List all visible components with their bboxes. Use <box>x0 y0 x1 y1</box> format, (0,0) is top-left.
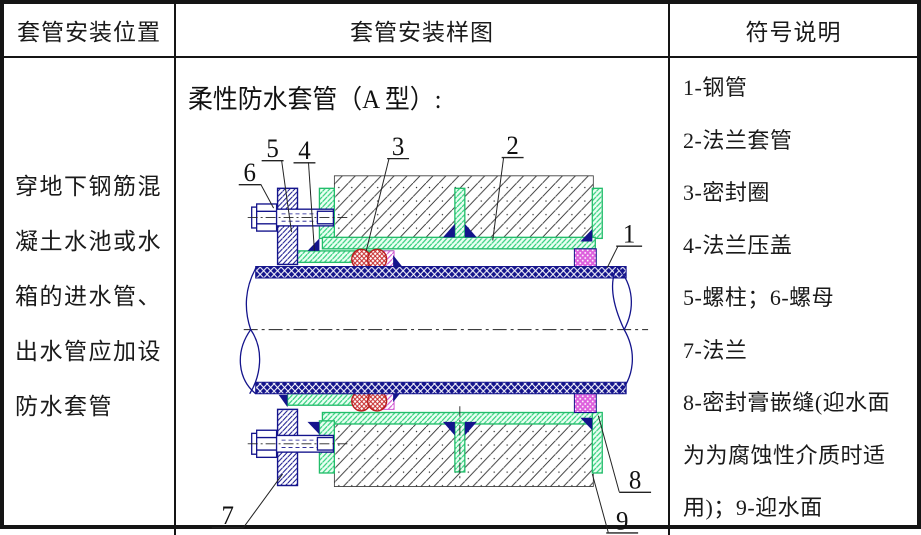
seal-rings <box>351 248 388 412</box>
sealing-paste-bottom <box>573 392 597 414</box>
callout-leaders <box>211 156 652 534</box>
pipe-break-lines <box>239 266 633 395</box>
legend-item-7: 7-法兰 <box>683 337 748 363</box>
symbol-legend-cell: 1-钢管 2-法兰套管 3-密封圈 4-法兰压盖 5-螺柱；6-螺母 7-法兰 … <box>670 58 917 535</box>
callout-5: 5 <box>266 134 278 164</box>
callout-8: 8 <box>629 465 641 495</box>
legend-item-8-9: 8-密封膏嵌缝(迎水面为为腐蚀性介质时适用)；9-迎水面 <box>683 390 891 520</box>
callout-2: 2 <box>506 130 518 160</box>
callout-7: 7 <box>222 501 234 531</box>
callout-4: 4 <box>298 136 311 166</box>
legend-item-1: 1-钢管 <box>683 75 748 100</box>
bolt-bottom <box>247 429 348 459</box>
installation-diagram-cell: 柔性防水套管（A 型）: 6 5 4 3 2 1 7 8 9 <box>176 58 670 535</box>
col-header-legend: 符号说明 <box>670 4 917 58</box>
sleeve-right-ring-top <box>591 187 603 240</box>
callout-3: 3 <box>392 131 404 161</box>
diagram-texts: 柔性防水套管（A 型）: 6 5 4 3 2 1 7 8 9 <box>188 85 641 535</box>
legend-item-2: 2-法兰套管 <box>683 127 793 153</box>
installation-position-cell: 穿地下钢筋混 凝土水池或水 箱的进水管、 出水管应加设 防水套管 <box>4 58 176 535</box>
col-header-diagram-label: 套管安装样图 <box>350 20 494 45</box>
col-header-position: 套管安装位置 <box>4 4 176 58</box>
sleeve-rib-top <box>454 187 466 239</box>
pipe-wall-top <box>255 266 627 279</box>
col-header-position-label: 套管安装位置 <box>17 20 161 45</box>
legend-item-5-6: 5-螺柱；6-螺母 <box>683 285 835 310</box>
pipe-wall-bottom <box>255 381 627 395</box>
callout-9: 9 <box>616 506 628 535</box>
steel-pipe <box>239 266 649 480</box>
sleeve-plate-top <box>321 236 596 250</box>
installation-position-text: 穿地下钢筋混 凝土水池或水 箱的进水管、 出水管应加设 防水套管 <box>15 173 162 419</box>
diagram-title: 柔性防水套管（A 型）: <box>188 85 442 115</box>
col-header-legend-label: 符号说明 <box>745 20 842 45</box>
legend-item-4: 4-法兰压盖 <box>683 232 793 258</box>
sleeve-right-ring-bottom <box>591 411 603 474</box>
legend-item-3: 3-密封圈 <box>683 180 770 205</box>
callout-6: 6 <box>243 158 255 188</box>
callout-1: 1 <box>623 219 635 249</box>
col-header-diagram: 套管安装样图 <box>176 4 670 58</box>
installation-diagram: 柔性防水套管（A 型）: 6 5 4 3 2 1 7 8 9 <box>188 85 652 535</box>
sealing-paste-top <box>573 248 597 268</box>
